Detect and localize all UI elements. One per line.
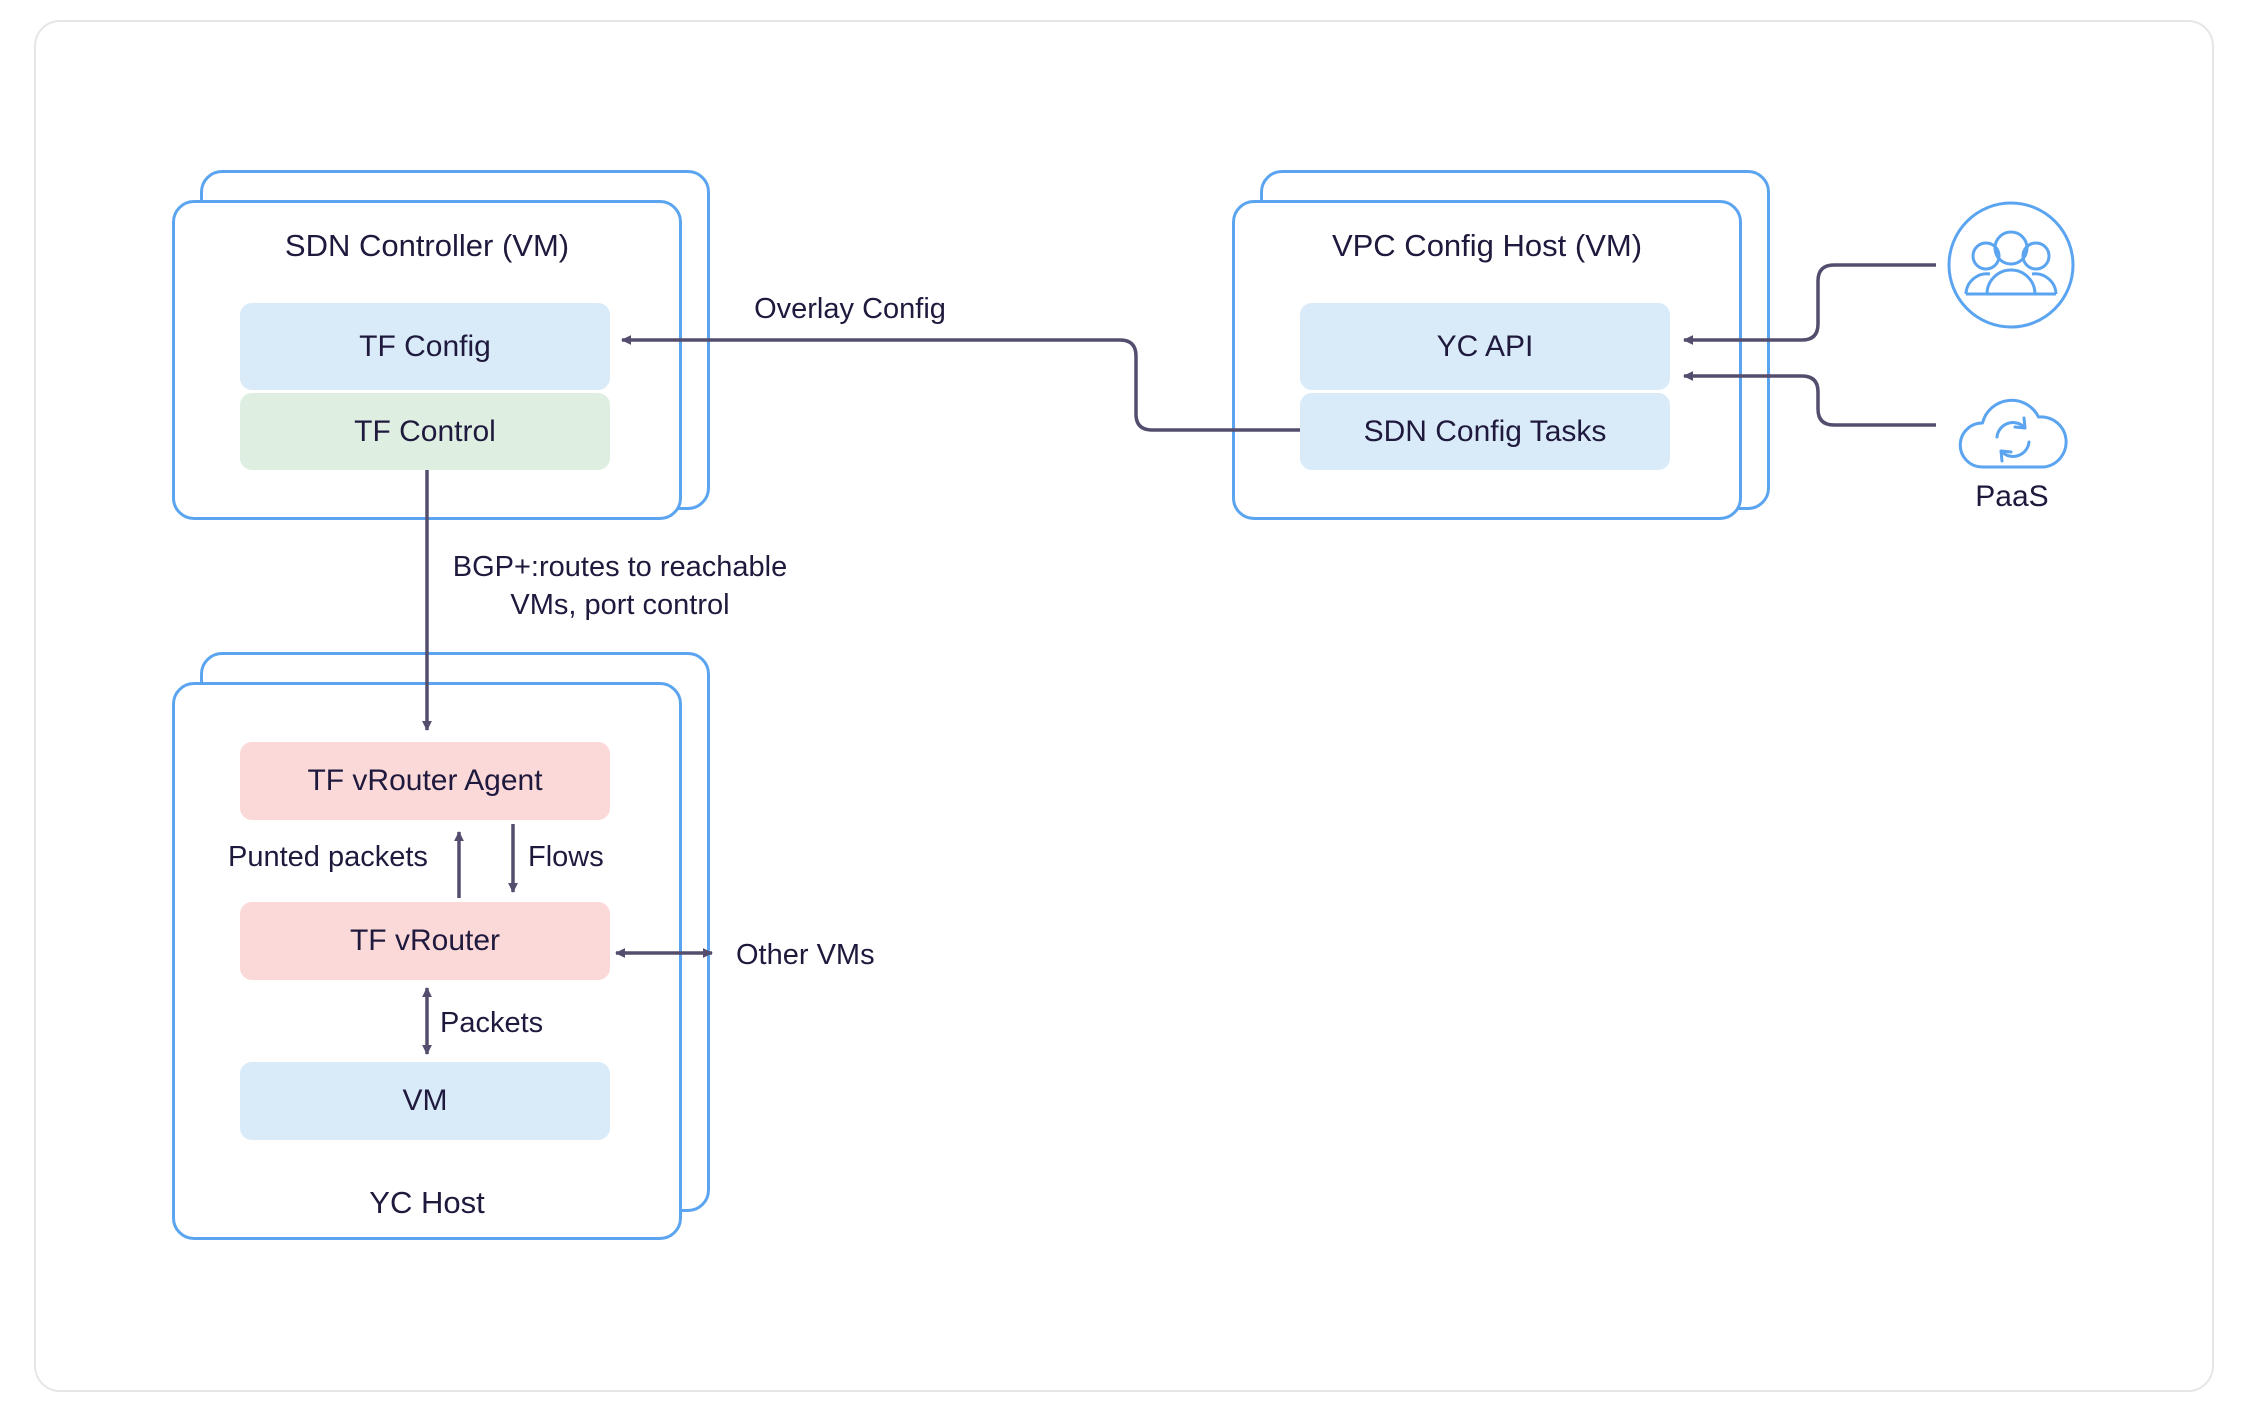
paas-label: PaaS bbox=[1975, 480, 2049, 513]
component-sdn-config-tasks[interactable]: SDN Config Tasks bbox=[1300, 393, 1670, 470]
edge-label-other-vms: Other VMs bbox=[736, 939, 875, 971]
edge-label-overlay-config: Overlay Config bbox=[754, 293, 946, 325]
users-node[interactable] bbox=[1946, 200, 2076, 335]
edge-label-flows: Flows bbox=[528, 841, 604, 873]
component-tf-config[interactable]: TF Config bbox=[240, 303, 610, 390]
component-tf-vrouter[interactable]: TF vRouter bbox=[240, 902, 610, 980]
yc-host-caption: YC Host bbox=[369, 1185, 485, 1220]
edge-label-packets: Packets bbox=[440, 1007, 544, 1039]
cloud-sync-icon bbox=[1958, 398, 2068, 469]
sdn-controller-caption: SDN Controller (VM) bbox=[284, 228, 570, 263]
component-yc-api[interactable]: YC API bbox=[1300, 303, 1670, 390]
component-vm[interactable]: VM bbox=[240, 1062, 610, 1140]
vpc-config-host-caption: VPC Config Host (VM) bbox=[1331, 228, 1643, 263]
users-icon bbox=[1947, 201, 2075, 329]
component-tf-control[interactable]: TF Control bbox=[240, 393, 610, 470]
component-tf-vrouter-agent[interactable]: TF vRouter Agent bbox=[240, 742, 610, 820]
edge-label-bgp: BGP+:routes to reachable VMs, port contr… bbox=[452, 551, 788, 622]
paas-node[interactable] bbox=[1952, 382, 2072, 487]
edge-label-punted-packets: Punted packets bbox=[228, 841, 428, 873]
